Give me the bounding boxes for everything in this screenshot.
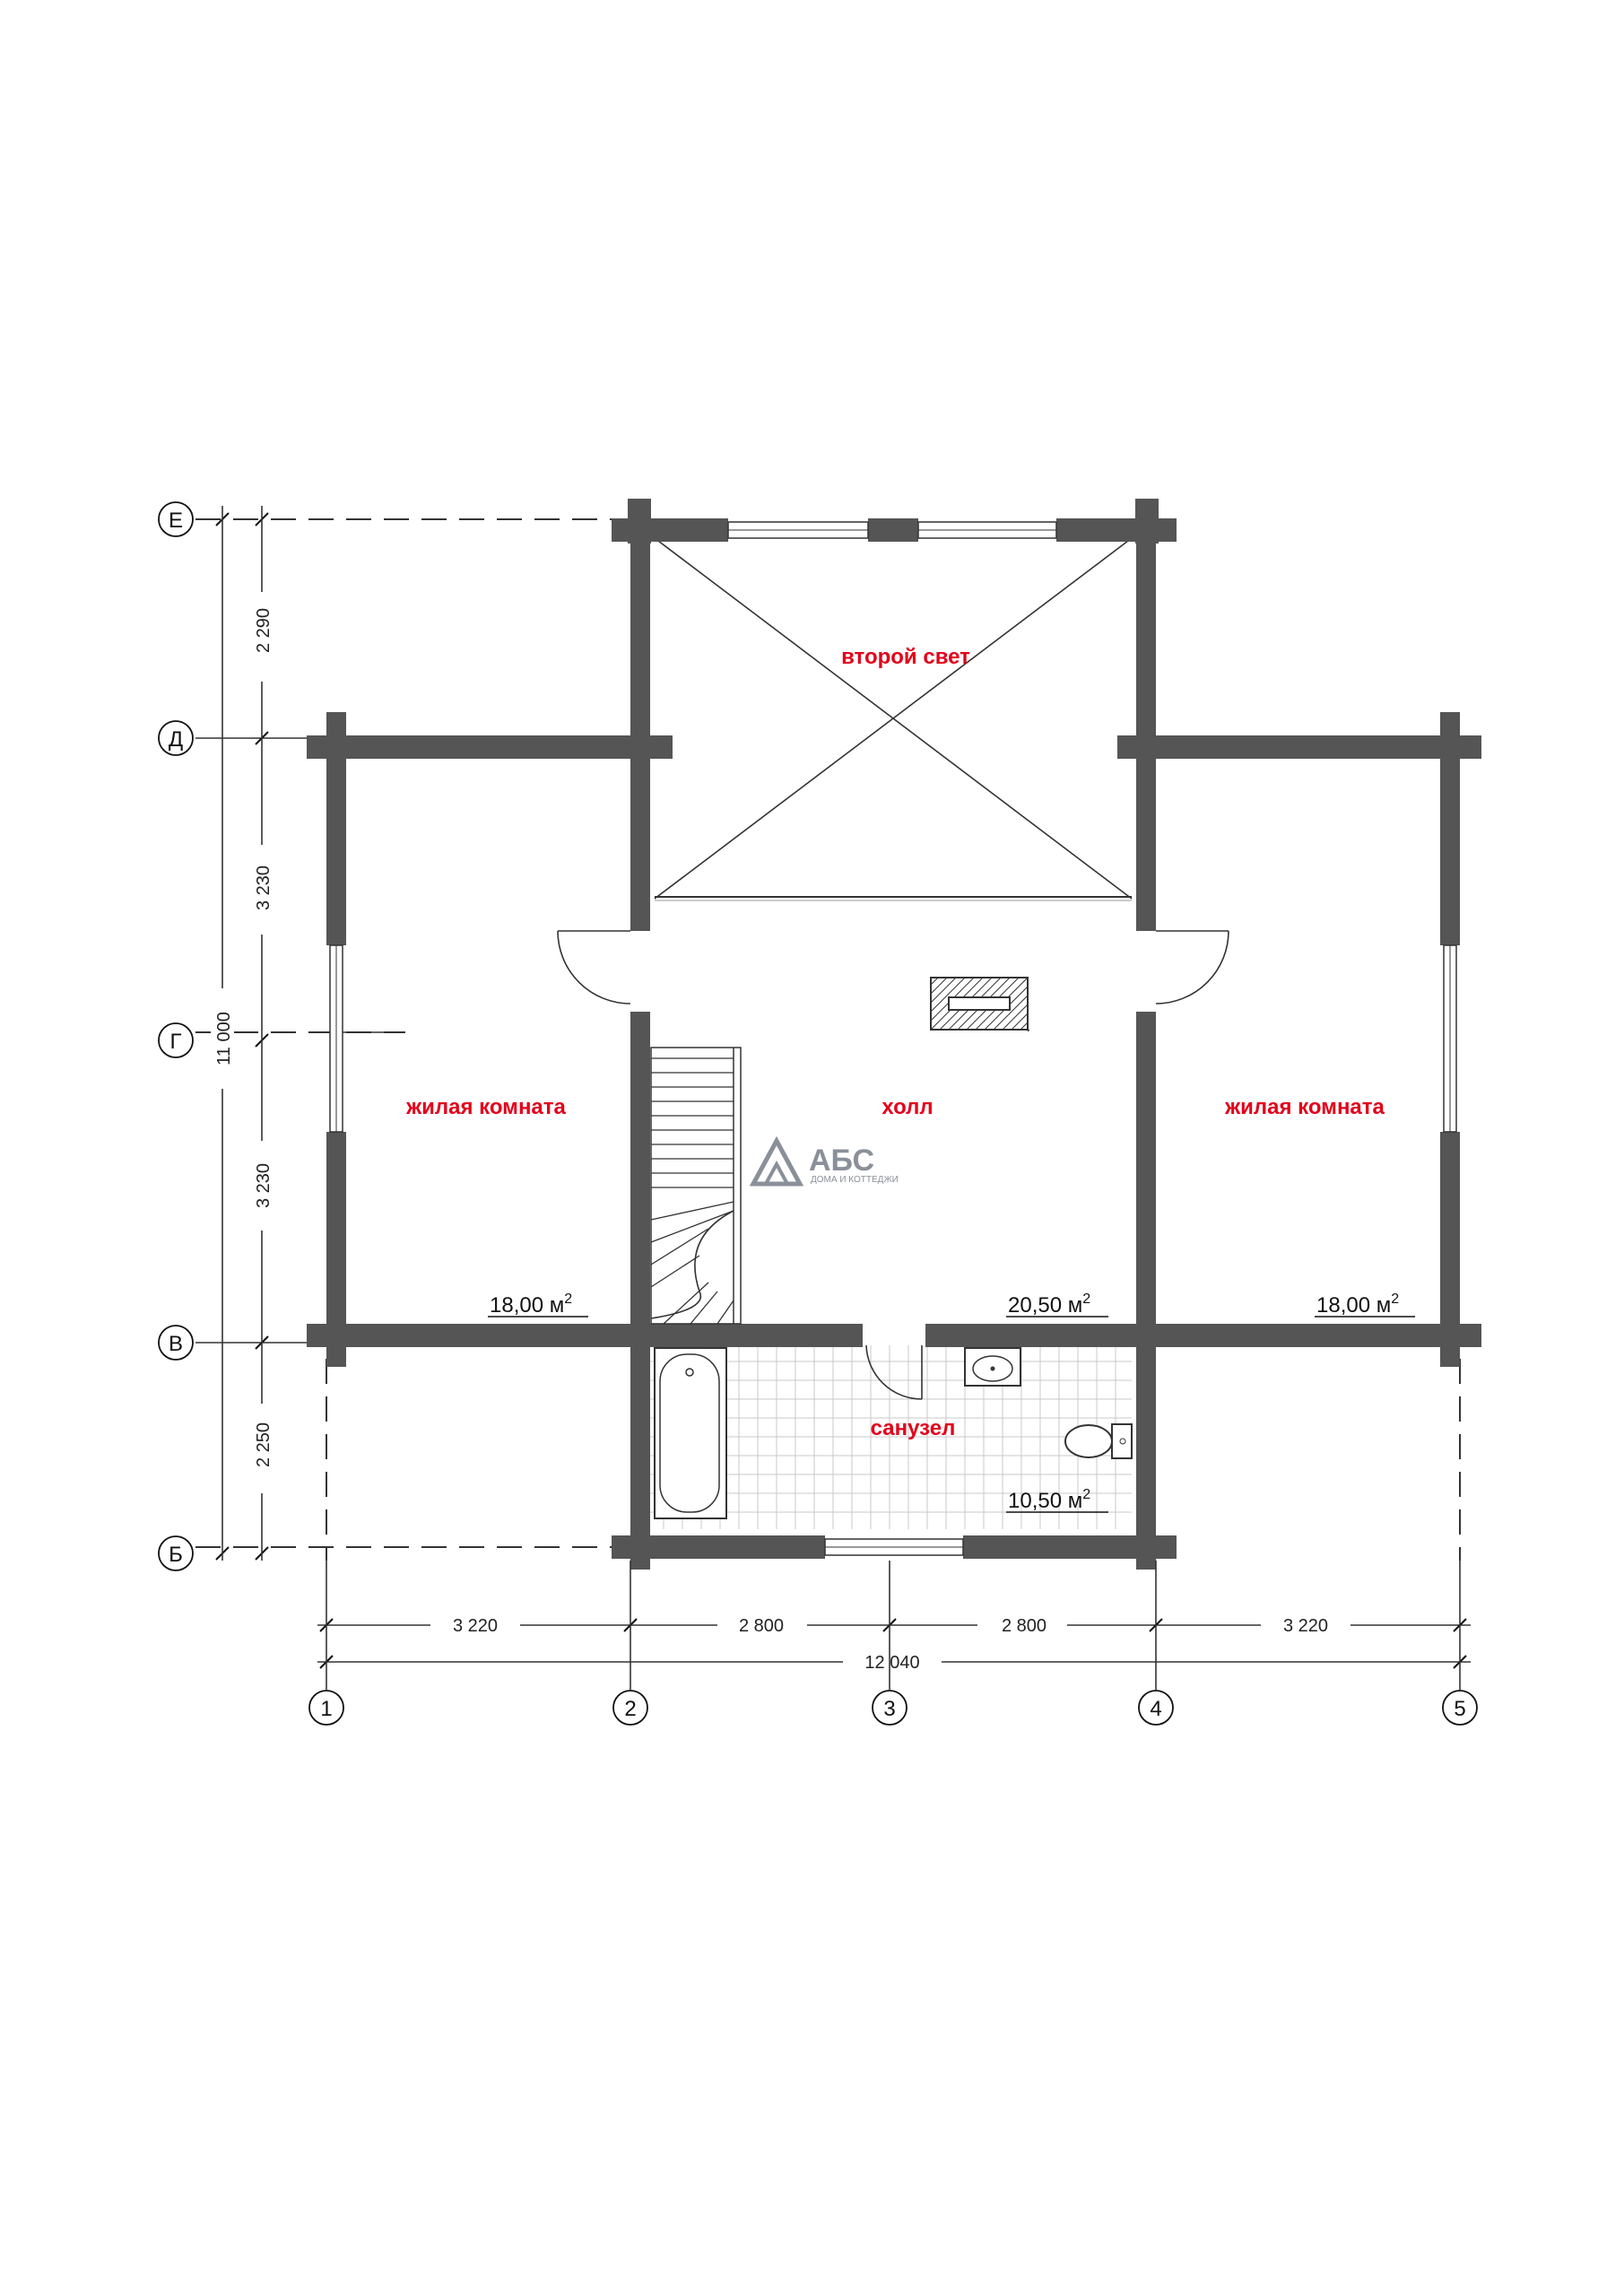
area-sup: 2 [564,1292,572,1307]
toilet [1064,1423,1133,1459]
dim-v-3: 3 230 [254,1163,274,1208]
area-living-right: 18,00 м [1316,1293,1391,1318]
room-label-second-light: второй свет [841,645,970,669]
dim-h-1: 3 220 [453,1616,498,1636]
axis-marker-D: Д [158,720,194,756]
axis-marker-1: 1 [308,1690,344,1726]
logo: АБС ДОМА И КОТТЕДЖИ [749,1135,899,1187]
dim-v-2: 3 230 [254,865,274,910]
walls [307,499,1481,1570]
chimney [930,977,1030,1032]
axis-marker-3: 3 [872,1690,908,1726]
sink [964,1347,1021,1387]
axis-marker-B: Б [158,1535,194,1571]
dim-v-4: 2 250 [254,1422,274,1467]
axis-marker-G: Г [158,1022,194,1058]
svg-text:18,00 м2: 18,00 м2 [1316,1292,1399,1318]
room-labels: второй свет жилая комната холл жилая ком… [405,645,1385,1440]
area-labels: 18,00 м2 20,50 м2 18,00 м2 10,50 м2 [488,1292,1415,1513]
dim-v-1: 2 290 [254,608,274,653]
area-living-left: 18,00 м [490,1293,564,1318]
svg-text:Е: Е [169,509,183,533]
axis-marker-5: 5 [1442,1690,1478,1726]
svg-text:Г: Г [170,1030,182,1054]
dim-v-total: 11 000 [214,1012,234,1065]
svg-text:Б: Б [169,1543,183,1567]
area-hall: 20,50 м [1008,1293,1082,1318]
svg-text:Д: Д [169,727,183,752]
room-label-living-right: жилая комната [1224,1095,1385,1119]
svg-text:3: 3 [883,1697,895,1721]
area-bathroom: 10,50 м [1008,1489,1082,1513]
axis-marker-2: 2 [612,1690,648,1726]
svg-text:1: 1 [320,1697,332,1721]
svg-text:18,00 м2: 18,00 м2 [490,1292,572,1318]
room-label-hall: холл [881,1095,933,1119]
svg-text:2: 2 [624,1697,636,1721]
axis-markers: 1 2 3 4 5 Е Д Г [158,501,1478,1726]
dim-h-4: 3 220 [1283,1616,1328,1636]
stairs [650,1047,742,1325]
room-label-bathroom: санузел [871,1416,956,1440]
svg-text:В: В [169,1332,183,1356]
svg-text:20,50 м2: 20,50 м2 [1008,1292,1090,1318]
dim-h-3: 2 800 [1002,1616,1046,1636]
dim-h-total: 12 040 [864,1653,919,1673]
dims-horizontal: 3 220 2 800 2 800 3 220 12 040 [430,1613,1350,1674]
second-light-cross [654,537,1133,901]
area-sup: 2 [1082,1292,1090,1307]
area-sup: 2 [1391,1292,1399,1307]
dim-h-2: 2 800 [739,1616,784,1636]
bathtub [654,1347,727,1519]
bathroom-tiles [647,1345,1132,1529]
svg-text:5: 5 [1454,1697,1465,1721]
room-label-living-left: жилая комната [405,1095,566,1119]
logo-name: АБС [809,1144,874,1178]
dims-vertical: 2 290 3 230 3 230 2 250 11 000 [211,592,274,1493]
axis-marker-V: В [158,1325,194,1361]
area-sup: 2 [1082,1487,1090,1502]
svg-text:10,50 м2: 10,50 м2 [1008,1487,1090,1513]
svg-text:4: 4 [1150,1697,1161,1721]
axis-marker-E: Е [158,501,194,537]
axis-marker-4: 4 [1138,1690,1174,1726]
doors [557,930,1229,1400]
logo-tagline: ДОМА И КОТТЕДЖИ [811,1175,899,1185]
